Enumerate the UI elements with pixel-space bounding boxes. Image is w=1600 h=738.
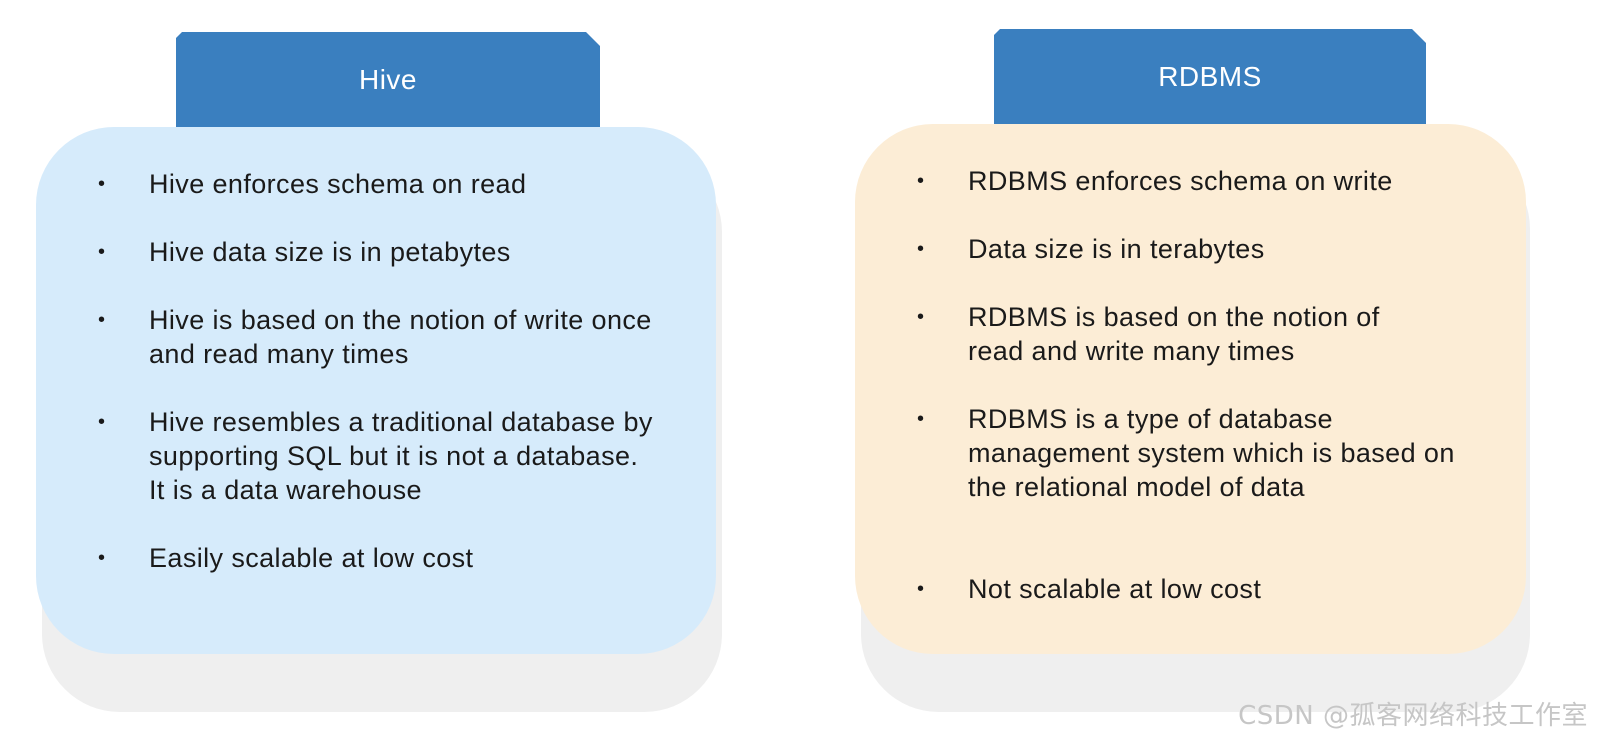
rdbms-card: • RDBMS enforces schema on write • Data …	[855, 124, 1526, 654]
rdbms-panel: • RDBMS enforces schema on write • Data …	[855, 29, 1560, 712]
hive-title: Hive	[358, 63, 417, 95]
hive-point-text: Hive is based on the notion of write onc…	[149, 305, 652, 369]
rdbms-points-list: • RDBMS enforces schema on write • Data …	[915, 164, 1486, 606]
rdbms-point-text: Data size is in terabytes	[968, 234, 1265, 264]
bullet-icon: •	[917, 408, 925, 430]
hive-point: • Hive resembles a traditional database …	[96, 405, 659, 507]
rdbms-point: • RDBMS is a type of database management…	[915, 402, 1488, 504]
hive-point: • Hive is based on the notion of write o…	[96, 303, 659, 371]
bullet-icon: •	[917, 238, 925, 260]
rdbms-tab-header: RDBMS	[994, 29, 1426, 124]
bullet-icon: •	[98, 547, 106, 569]
rdbms-point: • RDBMS enforces schema on write	[915, 164, 1468, 198]
hive-panel: • Hive enforces schema on read • Hive da…	[36, 32, 736, 712]
bullet-icon: •	[917, 306, 925, 328]
hive-points-list: • Hive enforces schema on read • Hive da…	[96, 167, 676, 575]
rdbms-title: RDBMS	[1158, 60, 1262, 92]
hive-point-text: Hive enforces schema on read	[149, 169, 527, 199]
hive-point-text: Easily scalable at low cost	[149, 543, 474, 573]
hive-tab-header: Hive	[176, 32, 600, 127]
hive-point: • Hive data size is in petabytes	[96, 235, 629, 269]
bullet-icon: •	[98, 309, 106, 331]
rdbms-point-text: RDBMS enforces schema on write	[968, 166, 1393, 196]
hive-card: • Hive enforces schema on read • Hive da…	[36, 127, 716, 654]
watermark: CSDN @孤客网络科技工作室	[1238, 701, 1588, 731]
hive-point: • Hive enforces schema on read	[96, 167, 676, 201]
rdbms-point: • Data size is in terabytes	[915, 232, 1468, 266]
bullet-icon: •	[98, 173, 106, 195]
rdbms-point: • RDBMS is based on the notion of read a…	[915, 300, 1418, 368]
hive-point-text: Hive data size is in petabytes	[149, 237, 511, 267]
hive-point: • Easily scalable at low cost	[96, 541, 676, 575]
bullet-icon: •	[98, 411, 106, 433]
rdbms-point-text: Not scalable at low cost	[968, 574, 1262, 604]
hive-point-text: Hive resembles a traditional database by…	[149, 407, 653, 505]
rdbms-point: • Not scalable at low cost	[915, 572, 1486, 606]
rdbms-point-text: RDBMS is a type of database management s…	[968, 404, 1455, 502]
bullet-icon: •	[917, 578, 925, 600]
bullet-icon: •	[917, 170, 925, 192]
bullet-icon: •	[98, 241, 106, 263]
rdbms-point-text: RDBMS is based on the notion of read and…	[968, 302, 1380, 366]
